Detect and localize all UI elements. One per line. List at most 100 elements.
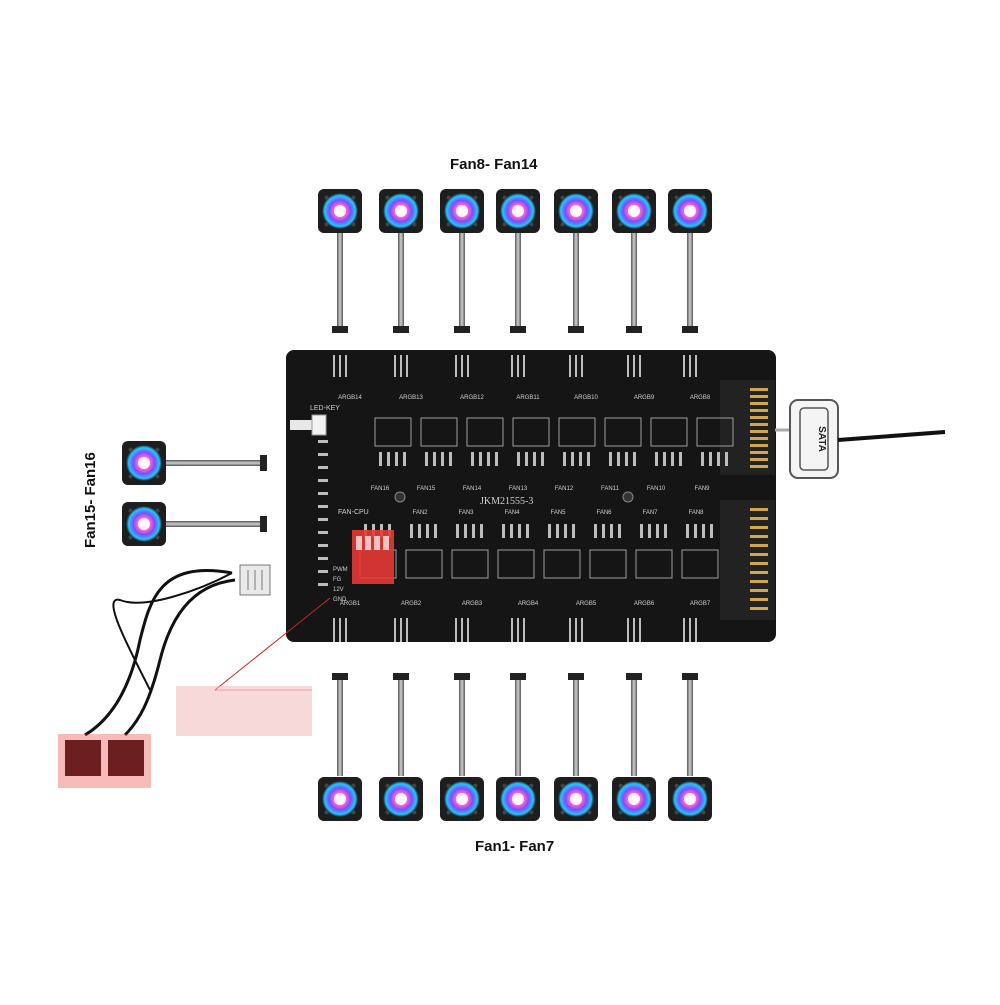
fan-lower-label: FAN3 [458, 510, 474, 516]
fan-bottom-icon [318, 777, 362, 821]
argb-bottom-label: ARGB6 [634, 601, 655, 607]
fan-left-plug [260, 516, 267, 532]
fan-top-icon [612, 189, 656, 233]
led-key-connector [311, 414, 327, 436]
fan-upper-label: FAN13 [509, 486, 528, 492]
fan-top-plug [568, 326, 584, 333]
fans-left-group [122, 441, 267, 546]
sata-pins [750, 388, 768, 610]
fan-left-icon [122, 502, 166, 546]
fan-bottom-cable [631, 680, 637, 776]
fan-cpu-label: FAN-CPU [338, 509, 369, 516]
fan-bottom-plug [568, 673, 584, 680]
pin-label: 12V [333, 587, 344, 593]
argb-top-label: ARGB14 [338, 395, 362, 401]
argb-bottom-label: ARGB1 [340, 601, 361, 607]
board-model: JKM21555-3 [480, 496, 533, 507]
hub-board [286, 350, 776, 642]
argb-bottom-label: ARGB4 [518, 601, 539, 607]
fan-top-icon [379, 189, 423, 233]
argb-top-label: ARGB8 [690, 395, 711, 401]
fan-bottom-icon [612, 777, 656, 821]
fans-top-group [318, 189, 712, 333]
fan-top-cable [687, 233, 693, 328]
fan-upper-label: FAN14 [463, 486, 482, 492]
argb-bottom-label: ARGB5 [576, 601, 597, 607]
fan-lower-label: FAN7 [642, 510, 658, 516]
fan-top-icon [496, 189, 540, 233]
argb-bottom-label: ARGB3 [462, 601, 483, 607]
sata-cable: SATA [775, 399, 946, 479]
fans-bottom-group [318, 673, 712, 821]
fan-upper-label: FAN12 [555, 486, 574, 492]
sata-wire [837, 430, 946, 442]
argb-bottom-label: ARGB7 [690, 601, 711, 607]
pin-labels: PWM FG 12V GND [333, 567, 348, 603]
fan-upper-label: FAN11 [601, 486, 620, 492]
fan-lower-labels: FAN2 FAN3 FAN4 FAN5 FAN6 FAN7 FAN8 [412, 510, 704, 516]
argb-top-label: ARGB9 [634, 395, 655, 401]
fan-top-icon [440, 189, 484, 233]
pin-label: FG [333, 577, 342, 583]
splitter-plug-1 [65, 740, 101, 776]
fan-bottom-cable [515, 680, 521, 776]
argb-top-label: ARGB10 [574, 395, 598, 401]
argb-top-label: ARGB12 [460, 395, 484, 401]
fan-top-plug [510, 326, 526, 333]
fan-bottom-plug [682, 673, 698, 680]
fan-top-cable [398, 233, 404, 328]
fan-left-plug [260, 455, 267, 471]
fan-lower-label: FAN5 [550, 510, 566, 516]
pointer-line [214, 597, 331, 691]
fan-top-plug [454, 326, 470, 333]
splitter-plug-2 [108, 740, 144, 776]
fan-top-cable [459, 233, 465, 328]
fan-bottom-plug [454, 673, 470, 680]
pin-label: PWM [333, 567, 348, 573]
fan-bottom-plug [332, 673, 348, 680]
board-detail [318, 355, 734, 642]
fan-top-icon [668, 189, 712, 233]
fan-bottom-icon [668, 777, 712, 821]
pin-label: GND [333, 597, 347, 603]
fan-upper-label: FAN9 [694, 486, 710, 492]
argb-top-label: ARGB11 [516, 395, 540, 401]
fan-lower-label: FAN4 [504, 510, 520, 516]
fan-left-icon [122, 441, 166, 485]
cpu-fan-header-pins [356, 536, 389, 550]
led-key-button[interactable] [290, 420, 312, 430]
fan-bottom-cable [459, 680, 465, 776]
fan-top-cable [631, 233, 637, 328]
fan-top-cable [337, 233, 343, 328]
fan-bottom-cable [398, 680, 404, 776]
left-group-label: Fan15- Fan16 [82, 452, 99, 548]
fan-bottom-cable [573, 680, 579, 776]
led-key-label: LED-KEY [310, 405, 340, 412]
fan-top-icon [318, 189, 362, 233]
sata-connector [789, 399, 839, 479]
fan-bottom-plug [510, 673, 526, 680]
fan-lower-label: FAN8 [688, 510, 704, 516]
fan-top-cable [573, 233, 579, 328]
fan-left-cable [166, 460, 262, 466]
fan-left-cable [166, 521, 262, 527]
fan-bottom-icon [554, 777, 598, 821]
callout-box [176, 686, 312, 736]
fan-bottom-plug [393, 673, 409, 680]
fan-bottom-cable [687, 680, 693, 776]
fan-top-plug [393, 326, 409, 333]
fan-bottom-icon [496, 777, 540, 821]
bottom-group-label: Fan1- Fan7 [475, 838, 555, 855]
fan-bottom-icon [379, 777, 423, 821]
fan-top-cable [515, 233, 521, 328]
fan-top-plug [332, 326, 348, 333]
splitter-cable [58, 564, 271, 788]
fan-lower-label: FAN2 [412, 510, 428, 516]
sata-label: SATA [816, 426, 827, 452]
fan-lower-label: FAN6 [596, 510, 612, 516]
